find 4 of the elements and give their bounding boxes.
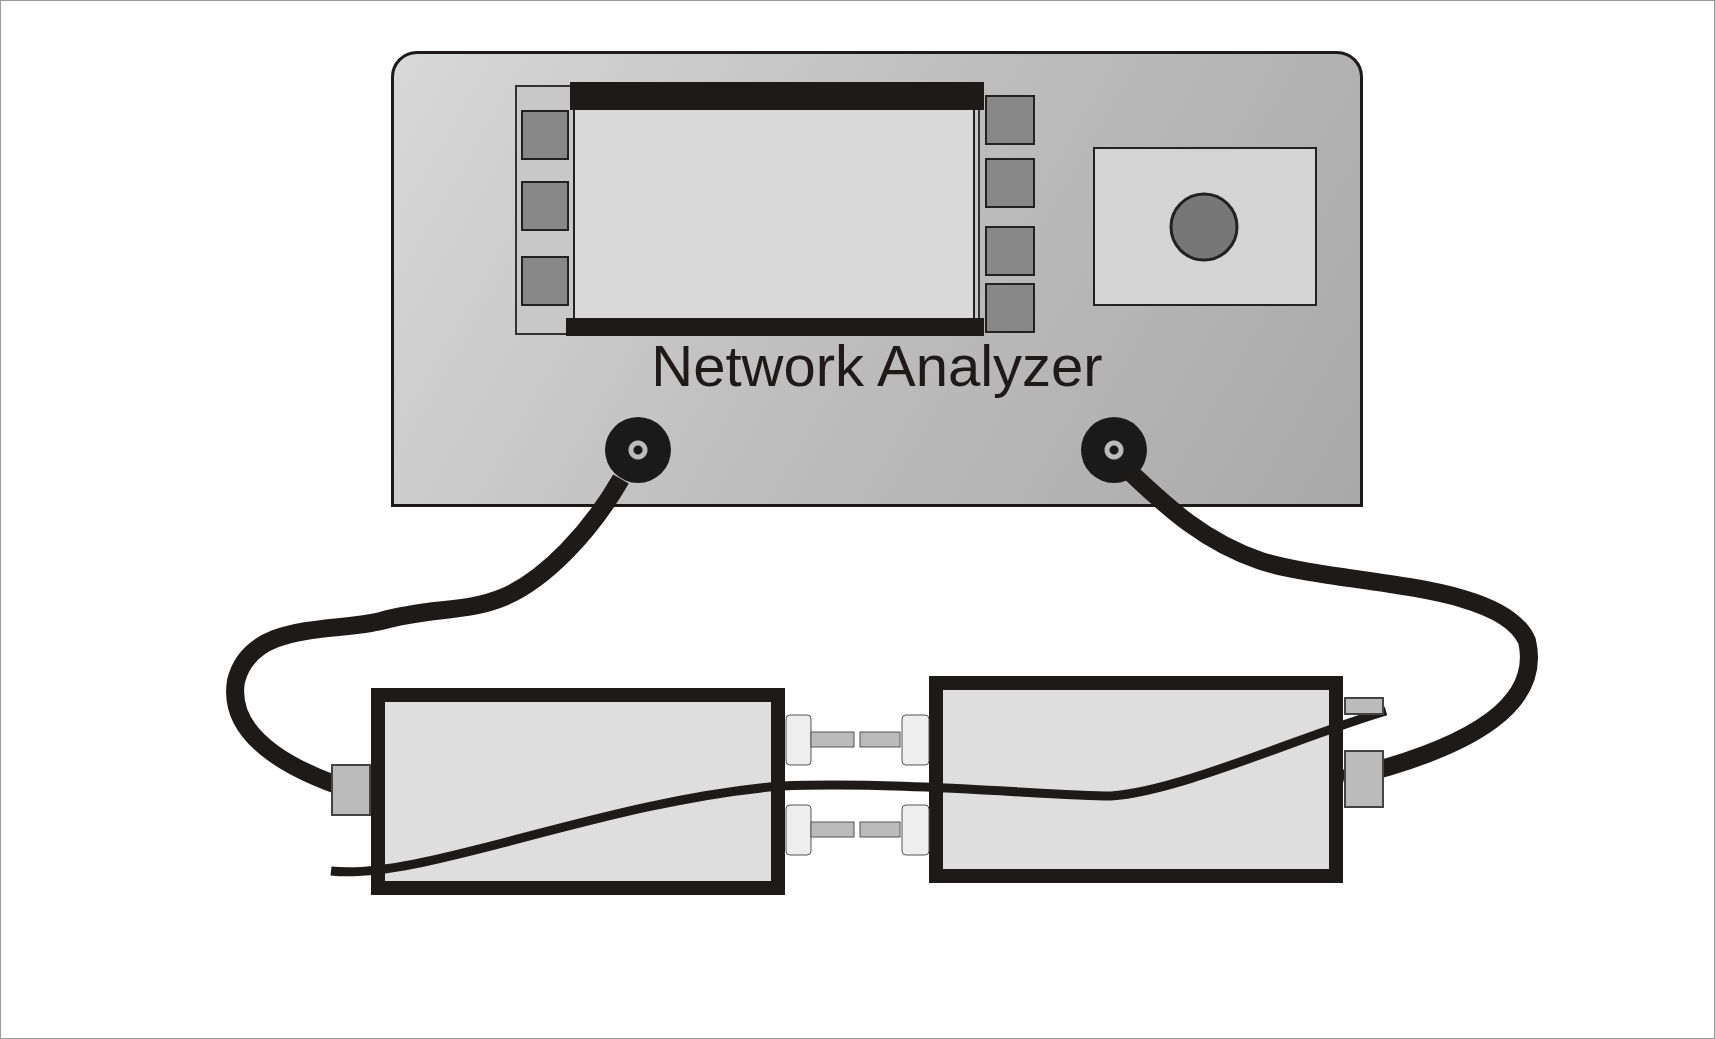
device-box — [929, 676, 1343, 883]
device-box — [371, 688, 785, 895]
network-analyzer-panel — [391, 51, 1363, 507]
device-title: Network Analyzer — [651, 332, 1103, 399]
